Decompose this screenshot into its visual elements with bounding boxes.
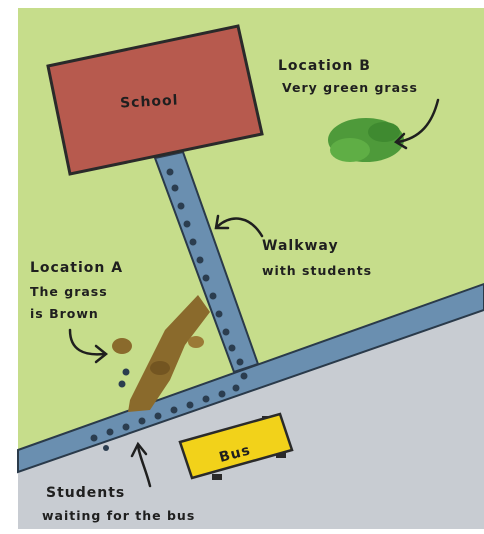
location-b-description: Very green grass [282, 80, 418, 95]
walkway-title: Walkway [262, 238, 339, 254]
bus-stop-description: waiting for the bus [42, 508, 195, 523]
location-a-line2: The grass [30, 284, 108, 299]
location-a-line3: is Brown [30, 306, 99, 321]
location-a-title: Location A [30, 260, 123, 276]
green-grass-patch [328, 118, 404, 162]
school-label: School [120, 93, 179, 112]
walkway-description: with students [262, 263, 372, 278]
bus-stop-title: Students [46, 485, 125, 501]
location-b-title: Location B [278, 58, 371, 74]
